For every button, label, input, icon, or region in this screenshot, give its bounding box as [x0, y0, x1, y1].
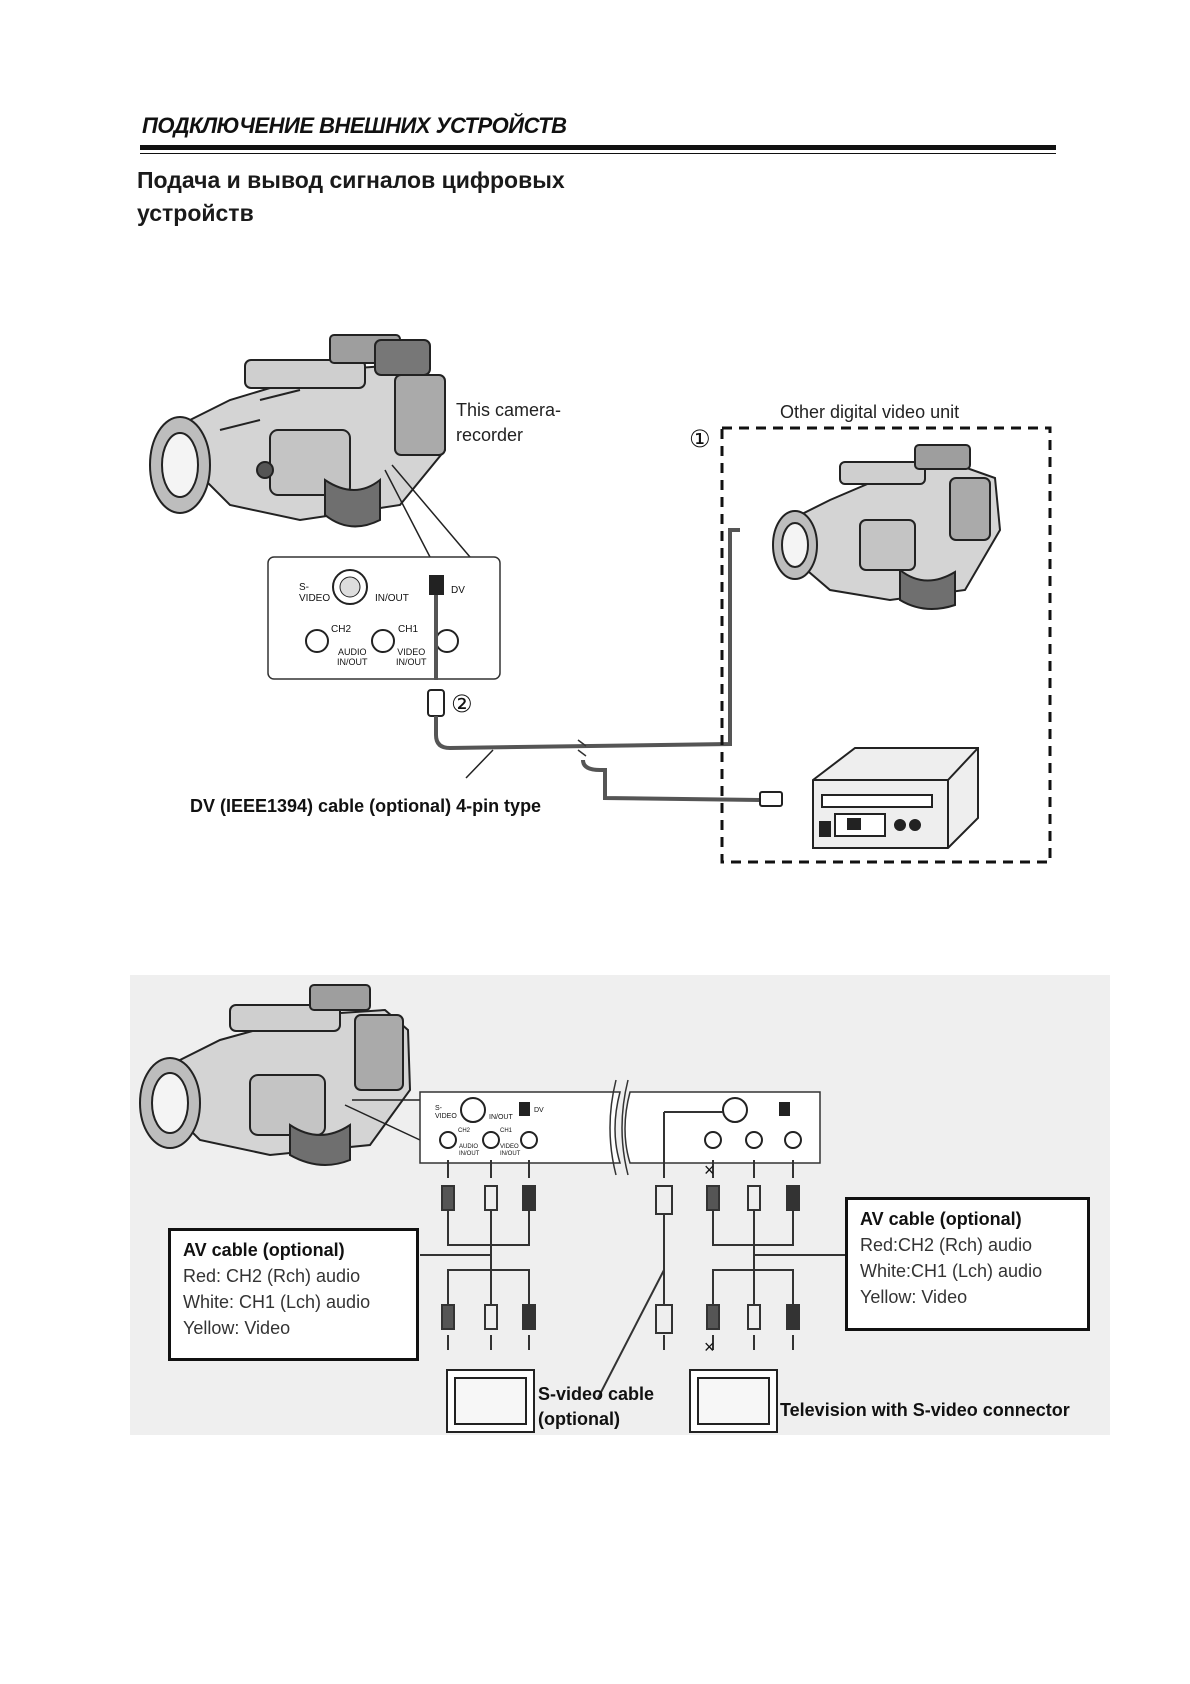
- leader-line: [391, 464, 471, 558]
- leader-line: [384, 469, 431, 558]
- video-label: VIDEO IN/OUT: [396, 647, 427, 667]
- dv-cable-branch: [581, 759, 761, 802]
- camcorder-illustration-remote: [772, 444, 1002, 610]
- s-video-cable-caption-line-1: S-video cable: [538, 1384, 655, 1404]
- s-video-cable-caption-line-2: (optional): [538, 1409, 620, 1429]
- audio-ch2-jack: [704, 1131, 722, 1149]
- video-label-bottom: IN/OUT: [396, 657, 427, 667]
- ch2-label: CH2: [331, 624, 352, 635]
- av-cable-yellow-line: Yellow: Video: [183, 1318, 291, 1338]
- ch1-label: CH1: [500, 1128, 513, 1134]
- audio-label-bottom: IN/OUT: [337, 657, 368, 667]
- av-cable-white-line: White:CH1 (Lch) audio: [860, 1261, 1043, 1281]
- video-label: VIDEO IN/OUT: [500, 1144, 520, 1158]
- subtitle-line-1: Подача и вывод сигналов цифровых: [137, 167, 565, 193]
- s-video-label-top: S-: [435, 1105, 442, 1112]
- camera-label: This camera- recorder: [456, 398, 561, 448]
- other-unit-label: Other digital video unit: [780, 402, 960, 422]
- camera-label-line-2: recorder: [456, 425, 524, 445]
- av-cable-yellow-line: Yellow: Video: [860, 1287, 968, 1307]
- av-cable-white-line: White: CH1 (Lch) audio: [183, 1292, 371, 1312]
- dv-label: DV: [534, 1107, 544, 1114]
- dv-cable-path: [434, 528, 740, 751]
- s-video-connector: [722, 1097, 748, 1123]
- audio-label: AUDIO IN/OUT: [459, 1144, 479, 1158]
- in-out-label: IN/OUT: [375, 593, 409, 604]
- dv-port: [779, 1102, 790, 1116]
- s-video-label-top: S-: [299, 582, 309, 593]
- s-video-label-bottom: VIDEO: [435, 1113, 457, 1120]
- page-subtitle: Подача и вывод сигналов цифровых устройс…: [137, 164, 565, 230]
- audio-label: AUDIO IN/OUT: [337, 647, 368, 667]
- camcorder-illustration: [149, 334, 447, 528]
- audio-ch1-jack: [482, 1131, 500, 1149]
- s-video-connector: [460, 1097, 486, 1123]
- av-cable-red-line: Red:CH2 (Rch) audio: [860, 1235, 1033, 1255]
- television-illustration-left: [446, 1369, 535, 1433]
- s-video-cable-caption: S-video cable (optional): [538, 1382, 654, 1432]
- av-cable-left: [420, 1160, 536, 1350]
- cross-mark: ×: [704, 1160, 715, 1180]
- audio-label-bottom: IN/OUT: [459, 1151, 480, 1157]
- subtitle-line-2: устройств: [137, 200, 254, 226]
- dv-port: [429, 575, 444, 595]
- in-out-label: IN/OUT: [489, 1114, 513, 1121]
- callout-1: ①: [689, 426, 711, 453]
- audio-ch1-jack: [371, 629, 395, 653]
- tv-caption: Television with S-video connector: [780, 1400, 1070, 1420]
- section-title: ПОДКЛЮЧЕНИЕ ВНЕШНИХ УСТРОЙСТВ: [142, 113, 567, 138]
- s-video-label: S- VIDEO: [435, 1105, 457, 1121]
- ch1-label: CH1: [398, 624, 419, 635]
- television-illustration-right: [689, 1369, 778, 1433]
- video-jack: [520, 1131, 538, 1149]
- video-jack: [784, 1131, 802, 1149]
- audio-label-top: AUDIO: [337, 647, 367, 657]
- callout-2: ②: [451, 691, 473, 718]
- av-cable-red-line: Red: CH2 (Rch) audio: [183, 1266, 361, 1286]
- dv-port: [519, 1102, 530, 1116]
- dv-label: DV: [451, 585, 465, 596]
- camcorder-illustration-av: [139, 984, 412, 1166]
- video-label-top: VIDEO: [397, 647, 426, 657]
- audio-label-top: AUDIO: [459, 1144, 479, 1150]
- audio-ch2-jack: [305, 629, 329, 653]
- other-unit-group-box: [720, 426, 1052, 864]
- video-label-top: VIDEO: [500, 1144, 519, 1150]
- dv-cable-caption: DV (IEEE1394) cable (optional) 4-pin typ…: [190, 796, 542, 816]
- audio-ch1-jack: [745, 1131, 763, 1149]
- av-cable-right: [706, 1160, 845, 1350]
- connector-panel-right: [624, 1091, 821, 1164]
- av-cable-title: AV cable (optional): [183, 1240, 345, 1260]
- av-cable-info-box-right: AV cable (optional) Red:CH2 (Rch) audio …: [845, 1197, 1090, 1331]
- video-label-bottom: IN/OUT: [500, 1151, 521, 1157]
- dv-plug-deck: [759, 791, 783, 807]
- video-deck-illustration: [812, 747, 979, 849]
- title-rule: [140, 145, 1056, 150]
- av-cable-title: AV cable (optional): [860, 1209, 1022, 1229]
- av-cable-info-box-left: AV cable (optional) Red: CH2 (Rch) audio…: [168, 1228, 419, 1361]
- camera-label-line-1: This camera-: [456, 400, 562, 420]
- s-video-label-bottom: VIDEO: [299, 593, 331, 604]
- s-video-cable: [597, 1111, 723, 1399]
- s-video-label: S- VIDEO: [299, 582, 330, 604]
- ch2-label: CH2: [458, 1128, 471, 1134]
- cross-mark: ×: [704, 1337, 715, 1357]
- audio-ch2-jack: [439, 1131, 457, 1149]
- title-rule-thin: [140, 153, 1056, 154]
